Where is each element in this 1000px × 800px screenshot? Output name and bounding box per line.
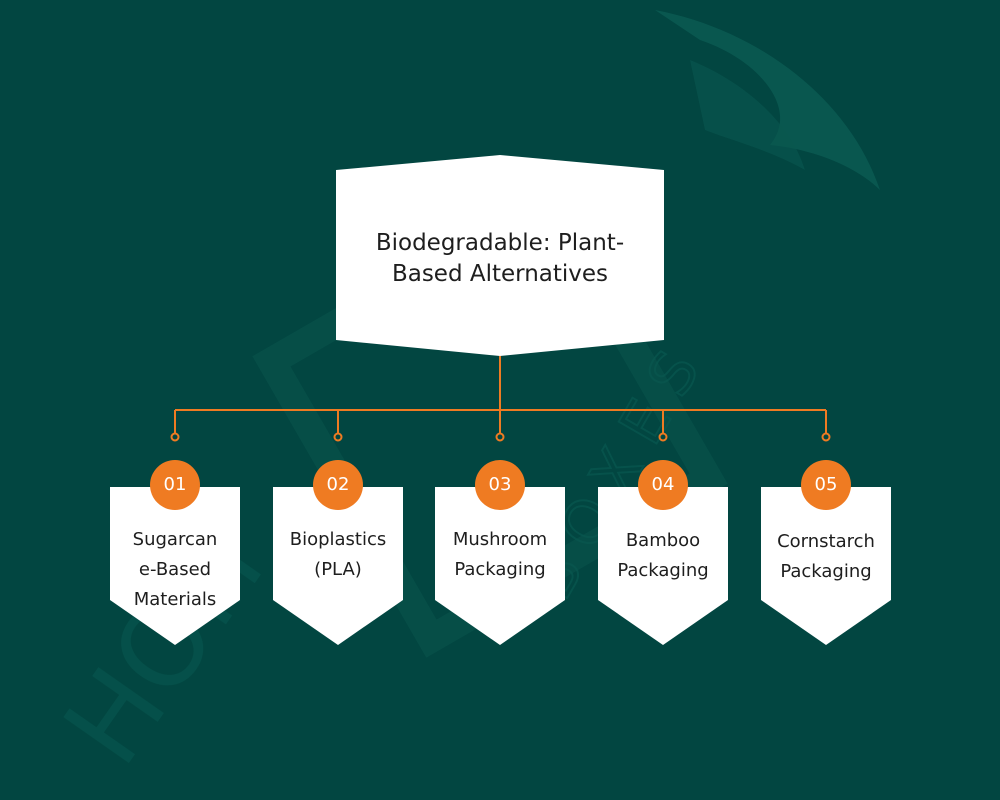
connector-dot-3 <box>495 432 505 442</box>
title-line-1: Biodegradable: Plant- <box>375 230 625 256</box>
item-label-5-line-2: Packaging <box>780 561 872 582</box>
title-label: Biodegradable: Plant- Based Alternatives <box>338 228 662 290</box>
item-number-1: 01 <box>163 474 187 495</box>
watermark: HOH BOXES <box>39 10 880 787</box>
number-badges <box>150 460 851 510</box>
number-badge-2 <box>313 460 363 510</box>
item-number-3: 03 <box>488 474 512 495</box>
item-label-2-line-1: Bioplastics <box>289 529 387 550</box>
item-label-4: Bamboo Packaging <box>601 526 725 586</box>
item-number-2: 02 <box>326 474 350 495</box>
item-label-2-line-2: (PLA) <box>314 559 362 580</box>
item-label-4-line-2: Packaging <box>617 560 709 581</box>
item-label-3-line-2: Packaging <box>454 559 546 580</box>
item-label-5-line-1: Cornstarch <box>777 531 875 552</box>
watermark-leaf-shape <box>655 10 880 190</box>
item-cards <box>110 487 891 645</box>
item-card-3 <box>435 487 565 645</box>
item-label-3-line-1: Mushroom <box>452 529 548 550</box>
item-label-4-line-1: Bamboo <box>625 530 701 551</box>
connector-dot-4 <box>658 432 668 442</box>
item-card-4 <box>598 487 728 645</box>
title-box <box>336 155 664 356</box>
item-label-1-line-1: Sugarcan <box>132 529 218 550</box>
item-number-4: 04 <box>651 474 675 495</box>
item-label-5: Cornstarch Packaging <box>764 527 888 587</box>
item-label-3: Mushroom Packaging <box>438 525 562 585</box>
item-card-5 <box>761 487 891 645</box>
item-label-1-line-3: Materials <box>133 589 217 610</box>
number-badge-3 <box>475 460 525 510</box>
item-label-1-line-2: e-Based <box>138 559 212 580</box>
watermark-leaf-shape-2 <box>690 60 805 170</box>
item-label-1: Sugarcan e-Based Materials <box>113 525 237 615</box>
connector-dot-1 <box>170 432 180 442</box>
number-badge-5 <box>801 460 851 510</box>
item-label-2: Bioplastics (PLA) <box>276 525 400 585</box>
title-line-2: Based Alternatives <box>391 261 609 287</box>
number-badge-4 <box>638 460 688 510</box>
item-number-5: 05 <box>814 474 838 495</box>
connector-dot-2 <box>333 432 343 442</box>
item-card-2 <box>273 487 403 645</box>
connector-dot-5 <box>821 432 831 442</box>
item-card-1 <box>110 487 240 645</box>
number-badge-1 <box>150 460 200 510</box>
connector-lines <box>170 356 831 442</box>
